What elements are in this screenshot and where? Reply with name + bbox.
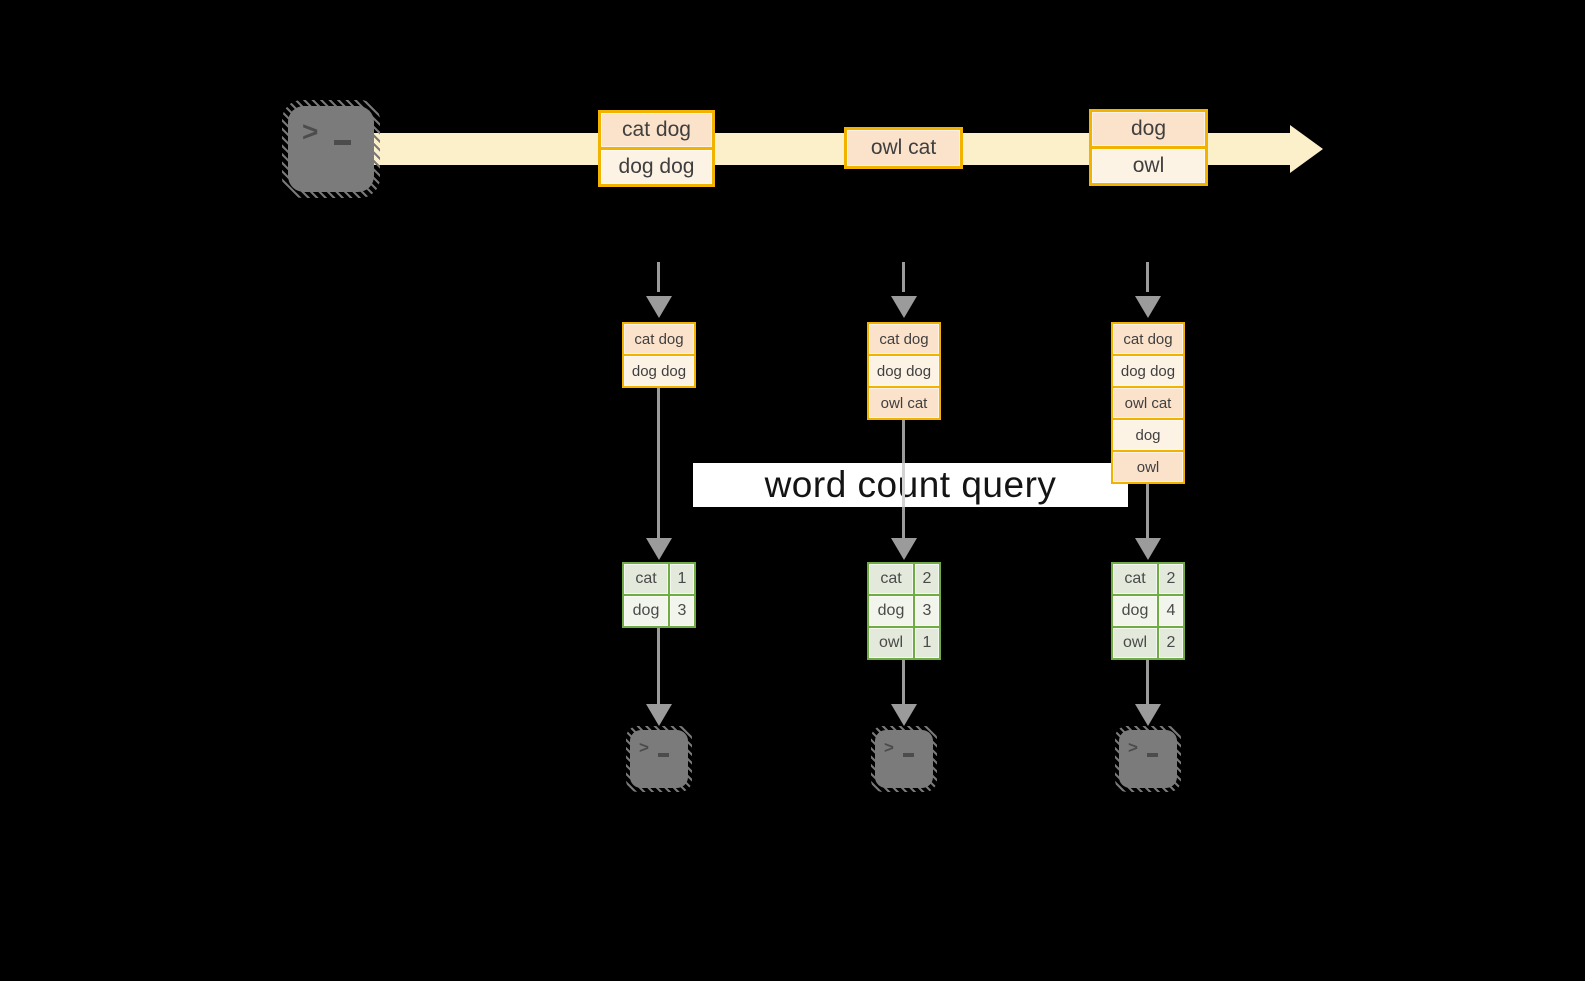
message-cell: owl cat	[847, 130, 960, 166]
trigger-arrow-dash	[1146, 262, 1149, 292]
message-cell: owl cat	[869, 388, 939, 418]
table-row: cat 2	[869, 564, 939, 594]
count-cell: 2	[915, 564, 939, 594]
count-table: cat 2 dog 4 owl 2	[1111, 562, 1185, 660]
word-cell: cat	[624, 564, 668, 594]
word-cell: dog	[869, 596, 913, 626]
query-arrowhead-icon	[1135, 538, 1161, 560]
count-cell: 3	[915, 596, 939, 626]
trigger-arrow-dash	[657, 262, 660, 292]
output-arrowhead-icon	[1135, 704, 1161, 726]
trigger-arrowhead-icon	[1135, 296, 1161, 318]
cursor-underscore-icon	[1147, 753, 1158, 757]
stream-batch: cat dog dog dog	[598, 110, 715, 187]
message-cell: owl	[1113, 452, 1183, 482]
count-cell: 2	[1159, 628, 1183, 658]
table-row: dog 3	[624, 596, 694, 626]
message-cell: owl cat	[1113, 388, 1183, 418]
query-label-band: word count query	[693, 463, 1128, 507]
message-cell: dog dog	[624, 356, 694, 386]
terminal-window-icon: >	[1119, 730, 1177, 788]
input-buffer-box: cat dog dog dog	[622, 322, 696, 388]
terminal-prompt-icon: >	[302, 116, 319, 147]
trigger-arrowhead-icon	[891, 296, 917, 318]
output-arrow-line	[902, 660, 905, 704]
terminal-prompt-icon: >	[1128, 738, 1138, 757]
sink-terminal-icon: >	[871, 726, 937, 792]
table-row: dog 3	[869, 596, 939, 626]
stream-arrowhead-icon	[1290, 125, 1323, 173]
table-row: cat 1	[624, 564, 694, 594]
sink-terminal-icon: >	[626, 726, 692, 792]
input-buffer-box: cat dog dog dog owl cat dog owl	[1111, 322, 1185, 484]
count-cell: 2	[1159, 564, 1183, 594]
table-row: owl 1	[869, 628, 939, 658]
terminal-window-icon: >	[875, 730, 933, 788]
output-arrowhead-icon	[891, 704, 917, 726]
stream-batch: dog owl	[1089, 109, 1208, 186]
message-cell: dog dog	[601, 150, 712, 184]
message-cell: dog	[1092, 112, 1205, 146]
message-cell: owl	[1092, 149, 1205, 183]
output-arrow-line	[1146, 660, 1149, 704]
query-arrow-line	[1146, 484, 1149, 538]
table-row: owl 2	[1113, 628, 1183, 658]
word-cell: cat	[869, 564, 913, 594]
count-table: cat 1 dog 3	[622, 562, 696, 628]
message-cell: cat dog	[869, 324, 939, 354]
query-label: word count query	[764, 464, 1057, 505]
stream-batch: owl cat	[844, 127, 963, 169]
output-arrowhead-icon	[646, 704, 672, 726]
output-arrow-line	[657, 628, 660, 704]
count-cell: 4	[1159, 596, 1183, 626]
terminal-window-icon: >	[288, 106, 374, 192]
terminal-prompt-icon: >	[639, 738, 649, 757]
query-arrow-line	[657, 388, 660, 538]
query-arrowhead-icon	[891, 538, 917, 560]
word-cell: owl	[1113, 628, 1157, 658]
source-terminal-icon: >	[282, 100, 380, 198]
count-cell: 1	[670, 564, 694, 594]
terminal-prompt-icon: >	[884, 738, 894, 757]
message-cell: cat dog	[601, 113, 712, 147]
word-cell: cat	[1113, 564, 1157, 594]
table-row: cat 2	[1113, 564, 1183, 594]
message-cell: dog	[1113, 420, 1183, 450]
word-cell: dog	[624, 596, 668, 626]
count-cell: 1	[915, 628, 939, 658]
trigger-arrow-dash	[902, 262, 905, 292]
word-cell: owl	[869, 628, 913, 658]
cursor-underscore-icon	[658, 753, 669, 757]
count-cell: 3	[670, 596, 694, 626]
sink-terminal-icon: >	[1115, 726, 1181, 792]
count-table: cat 2 dog 3 owl 1	[867, 562, 941, 660]
cursor-underscore-icon	[903, 753, 914, 757]
trigger-arrowhead-icon	[646, 296, 672, 318]
message-cell: cat dog	[1113, 324, 1183, 354]
input-buffer-box: cat dog dog dog owl cat	[867, 322, 941, 420]
message-cell: cat dog	[624, 324, 694, 354]
arrow-over-band	[902, 463, 905, 507]
terminal-window-icon: >	[630, 730, 688, 788]
table-row: dog 4	[1113, 596, 1183, 626]
message-cell: dog dog	[869, 356, 939, 386]
word-cell: dog	[1113, 596, 1157, 626]
query-arrowhead-icon	[646, 538, 672, 560]
cursor-underscore-icon	[334, 140, 351, 145]
message-cell: dog dog	[1113, 356, 1183, 386]
